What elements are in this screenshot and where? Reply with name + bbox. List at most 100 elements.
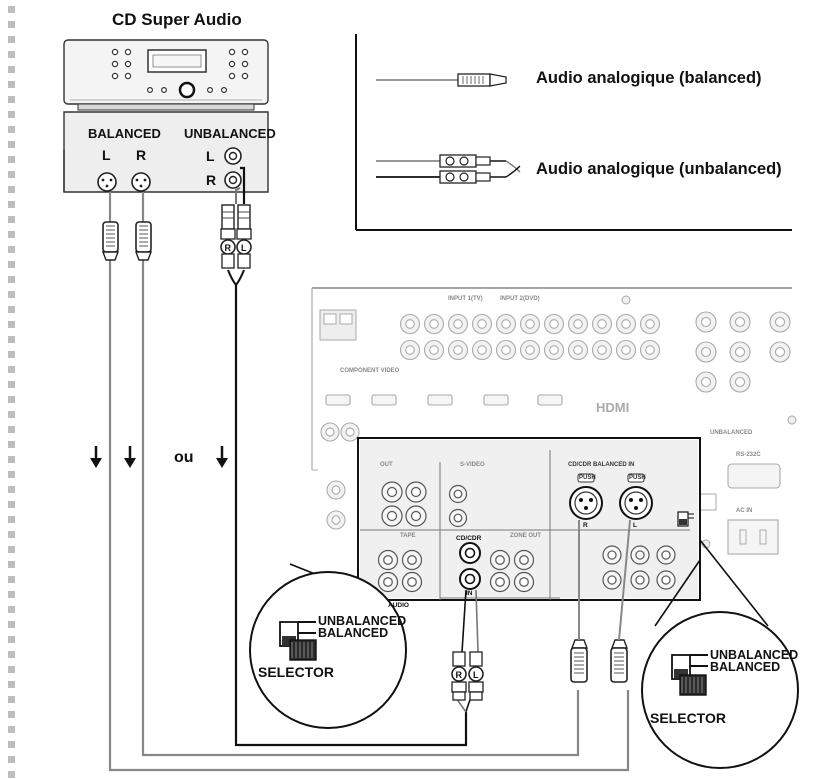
tape-label: TAPE xyxy=(400,533,416,539)
receiver-rear-panel: HDMI xyxy=(311,287,797,555)
panel-jack-center xyxy=(501,319,511,329)
rca-l-label: L xyxy=(206,148,215,164)
panel-jack-center xyxy=(453,489,463,499)
margin-square xyxy=(8,291,15,298)
xlr-r-label: R xyxy=(136,147,147,163)
margin-square xyxy=(8,681,15,688)
magnifier-left xyxy=(249,563,407,729)
margin-square xyxy=(8,666,15,673)
panel-jack-center xyxy=(410,510,422,522)
s-video-label: S-VIDEO xyxy=(460,462,485,468)
panel-jack-center xyxy=(607,550,617,560)
legend-balanced-cable xyxy=(376,73,507,87)
xlr-plug-l-top xyxy=(101,221,120,261)
arrow-down-icon-3 xyxy=(216,446,228,468)
margin-square xyxy=(8,651,15,658)
panel-jack-center xyxy=(661,550,671,560)
margin-square xyxy=(8,141,15,148)
margin-square xyxy=(8,276,15,283)
margin-square xyxy=(8,171,15,178)
panel-jack-center xyxy=(607,575,617,585)
panel-jack-center xyxy=(573,345,583,355)
margin-square xyxy=(8,516,15,523)
xlr-jack-l xyxy=(97,172,117,192)
panel-jack-center xyxy=(597,345,607,355)
panel-jack-center xyxy=(621,319,631,329)
margin-square xyxy=(8,531,15,538)
margin-square xyxy=(8,81,15,88)
rca-plug-pair-bottom: R L xyxy=(451,651,484,701)
or-label: ou xyxy=(174,449,194,466)
cd-player-front xyxy=(63,39,269,111)
cable-balanced-l xyxy=(108,192,630,772)
margin-dots xyxy=(8,6,15,778)
panel-jack-center xyxy=(734,316,746,328)
margin-square xyxy=(8,591,15,598)
margin-square xyxy=(8,186,15,193)
margin-square xyxy=(8,261,15,268)
rca-jack-r xyxy=(224,171,242,189)
component-video-label: COMPONENT VIDEO xyxy=(340,368,400,374)
panel-jack-center xyxy=(519,577,529,587)
receiver-audio-panel xyxy=(357,437,701,601)
input1-label: INPUT 1(TV) xyxy=(448,296,483,302)
panel-jack-center xyxy=(519,555,529,565)
panel-jack-center xyxy=(386,486,398,498)
margin-square xyxy=(8,366,15,373)
rca-plug-pair-top: R L xyxy=(220,204,252,269)
margin-square xyxy=(8,111,15,118)
panel-jack-center xyxy=(621,345,631,355)
margin-square xyxy=(8,246,15,253)
margin-square xyxy=(8,621,15,628)
panel-jack-center xyxy=(405,319,415,329)
panel-jack-center xyxy=(405,345,415,355)
margin-square xyxy=(8,36,15,43)
panel-jack-center xyxy=(453,513,463,523)
left-switch-balanced: BALANCED xyxy=(318,626,389,640)
margin-square xyxy=(8,456,15,463)
margin-square xyxy=(8,636,15,643)
panel-jack-center xyxy=(573,319,583,329)
panel-jack-center xyxy=(331,485,341,495)
margin-square xyxy=(8,321,15,328)
left-switch-unbalanced: UNBALANCED xyxy=(318,614,407,628)
panel-jack-center xyxy=(453,345,463,355)
rca-jack-l xyxy=(224,147,242,165)
xlr-l-label: L xyxy=(102,147,111,163)
margin-square xyxy=(8,201,15,208)
margin-square xyxy=(8,396,15,403)
push-label-l: PUSH xyxy=(629,475,646,481)
margin-square xyxy=(8,51,15,58)
rca-r-label: R xyxy=(206,172,217,188)
unbalanced-header: UNBALANCED xyxy=(184,126,276,141)
margin-square xyxy=(8,306,15,313)
margin-square xyxy=(8,471,15,478)
panel-jack-center xyxy=(734,346,746,358)
margin-square xyxy=(8,96,15,103)
panel-jack-center xyxy=(700,346,712,358)
panel-jack-center xyxy=(477,319,487,329)
receiver-xlr-jack-l xyxy=(619,486,653,520)
panel-jack-center xyxy=(645,319,655,329)
out-label: OUT xyxy=(380,462,393,468)
margin-square xyxy=(8,771,15,778)
xlr-jack-r xyxy=(131,172,151,192)
margin-square xyxy=(8,441,15,448)
legend-unbalanced-label: Audio analogique (unbalanced) xyxy=(536,160,782,178)
svg-text:L: L xyxy=(241,243,247,253)
margin-square xyxy=(8,726,15,733)
margin-square xyxy=(8,126,15,133)
panel-jack-center xyxy=(635,550,645,560)
panel-jack-center xyxy=(645,345,655,355)
margin-square xyxy=(8,411,15,418)
panel-jack-center xyxy=(734,376,746,388)
margin-square xyxy=(8,21,15,28)
hdmi-logo: HDMI xyxy=(596,400,629,415)
cd-player-rear-panel xyxy=(63,111,269,193)
margin-square xyxy=(8,756,15,763)
margin-square xyxy=(8,486,15,493)
panel-jack-center xyxy=(429,319,439,329)
receiver-xlr-jack-r xyxy=(569,486,603,520)
margin-square xyxy=(8,561,15,568)
